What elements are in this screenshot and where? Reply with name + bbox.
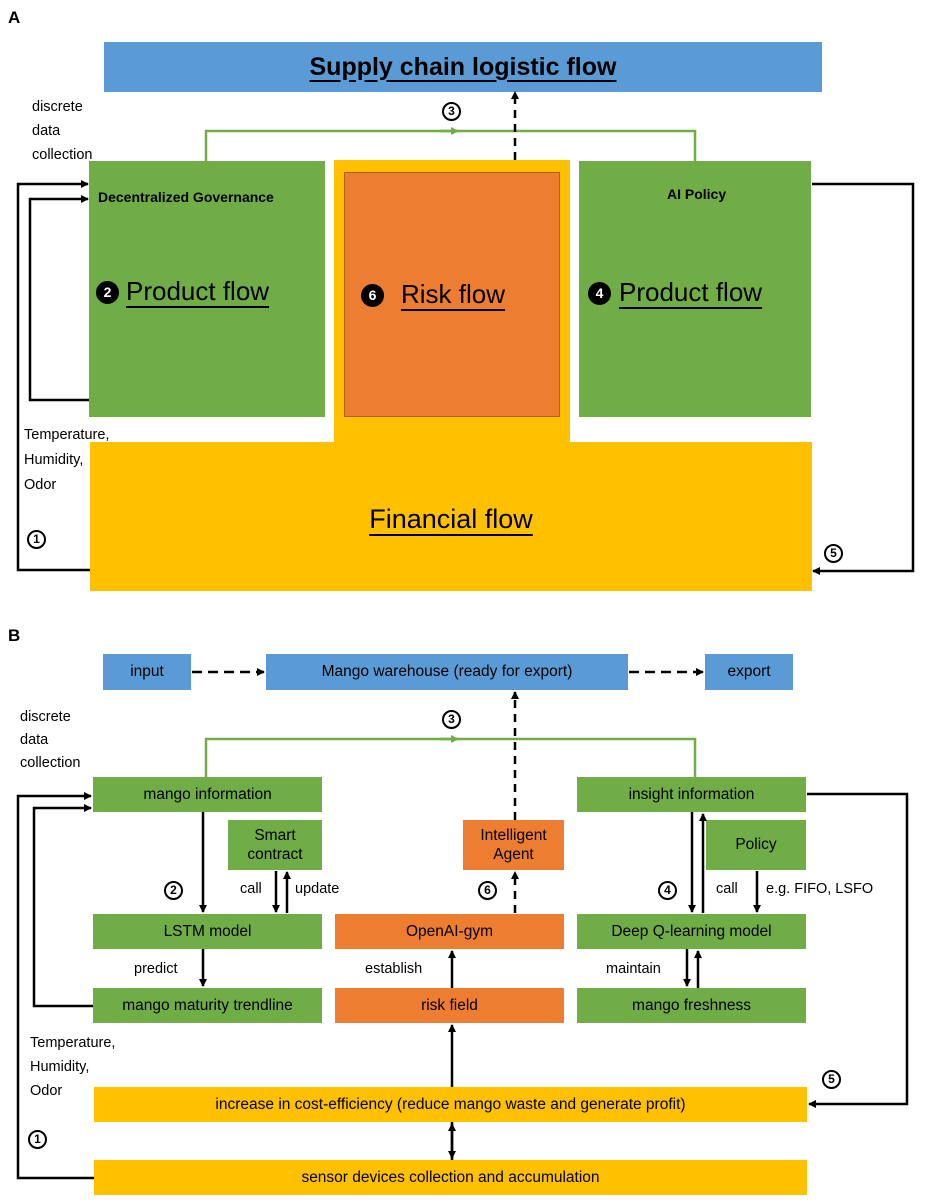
maintain-label: maintain — [606, 961, 661, 977]
cost-efficiency-label: increase in cost-efficiency (reduce mang… — [215, 1095, 686, 1113]
risk-field-box: risk field — [335, 988, 564, 1023]
left-product-box — [89, 161, 325, 417]
predict-label: predict — [134, 961, 178, 977]
lstm-model-label: LSTM model — [163, 922, 252, 940]
cost-efficiency-box: increase in cost-efficiency (reduce mang… — [94, 1087, 807, 1122]
financial-flow-label: Financial flow — [369, 504, 533, 534]
sensor-line-2-a: Humidity, — [24, 452, 84, 468]
sensor-devices-box: sensor devices collection and accumulati… — [94, 1160, 807, 1195]
b-outer-left-loop — [16, 792, 94, 1180]
smart-contract-box: Smart contract — [228, 820, 322, 870]
marker-1-b: 1 — [28, 1130, 47, 1149]
insight-information-label: insight information — [628, 785, 755, 803]
b-green-top-line — [204, 737, 697, 777]
mango-freshness-label: mango freshness — [632, 996, 751, 1014]
sensor-line-2-b: Humidity, — [30, 1059, 90, 1075]
trendline-label: mango maturity trendline — [122, 996, 293, 1014]
intelligent-agent-line-1: Intelligent — [480, 827, 547, 844]
ai-policy-label: AI Policy — [667, 186, 727, 202]
discrete-line-1-a: discrete — [32, 99, 83, 115]
a-outer-left-loop — [16, 180, 90, 572]
a-right-loop — [812, 182, 915, 575]
sensor-line-1-b: Temperature, — [30, 1035, 116, 1051]
call-right-label: call — [716, 881, 738, 897]
smart-contract-line-1: Smart — [254, 827, 296, 844]
export-box: export — [705, 654, 793, 690]
discrete-line-1-b: discrete — [20, 709, 71, 725]
lstm-model-box: LSTM model — [93, 914, 322, 949]
discrete-line-2-b: data — [20, 732, 49, 748]
update-label: update — [295, 881, 340, 897]
decentralized-governance-label: Decentralized Governance — [98, 189, 274, 205]
right-product-box — [579, 161, 811, 417]
sensor-devices-label: sensor devices collection and accumulati… — [301, 1168, 600, 1186]
supply-chain-label: Supply chain logistic flow — [309, 52, 617, 81]
panel-a-letter: A — [8, 8, 21, 27]
marker-6-a: 6 — [361, 284, 384, 307]
marker-3-a: 3 — [442, 102, 461, 121]
policy-box: Policy — [706, 820, 806, 870]
sensor-line-3-b: Odor — [30, 1083, 63, 1099]
warehouse-box: Mango warehouse (ready for export) — [266, 654, 628, 690]
sensor-line-1-a: Temperature, — [24, 427, 110, 443]
warehouse-label: Mango warehouse (ready for export) — [321, 663, 573, 680]
marker-4-a: 4 — [588, 282, 611, 305]
risk-flow-label: Risk flow — [401, 279, 506, 309]
marker-2-b: 2 — [164, 881, 183, 900]
call-left-label: call — [240, 881, 262, 897]
marker-1-a: 1 — [27, 530, 46, 549]
smart-contract-line-2: contract — [247, 846, 303, 863]
supply-chain-bar: Supply chain logistic flow — [104, 42, 822, 92]
mango-information-box: mango information — [93, 777, 322, 812]
discrete-line-3-b: collection — [20, 755, 81, 771]
b-right-loop — [807, 792, 909, 1108]
intelligent-agent-line-2: Agent — [493, 846, 534, 863]
deep-q-learning-label: Deep Q-learning model — [611, 922, 772, 940]
marker-5-b: 5 — [822, 1070, 841, 1089]
policy-label: Policy — [735, 836, 777, 853]
mango-information-label: mango information — [143, 785, 272, 803]
deep-q-learning-box: Deep Q-learning model — [577, 914, 806, 949]
marker-5-a: 5 — [824, 544, 843, 563]
export-label: export — [727, 663, 771, 680]
intelligent-agent-box: Intelligent Agent — [463, 820, 564, 870]
right-product-flow-label: Product flow — [619, 277, 763, 307]
input-box: input — [103, 654, 191, 690]
financial-flow-box: Financial flow — [90, 442, 812, 591]
discrete-line-3-a: collection — [32, 147, 93, 163]
b-inner-left-loop — [32, 804, 93, 1008]
marker-6-b: 6 — [478, 881, 497, 900]
marker-4-b: 4 — [658, 881, 677, 900]
establish-label: establish — [365, 961, 423, 977]
a-inner-left-loop — [28, 195, 89, 402]
openai-gym-box: OpenAI-gym — [335, 914, 564, 949]
panel-b-letter: B — [8, 626, 21, 645]
input-label: input — [130, 663, 164, 680]
sensor-line-3-a: Odor — [24, 477, 57, 493]
trendline-box: mango maturity trendline — [93, 988, 322, 1023]
fifo-label: e.g. FIFO, LSFO — [766, 881, 874, 897]
marker-3-b: 3 — [442, 710, 461, 729]
left-product-flow-label: Product flow — [126, 276, 270, 306]
discrete-line-2-a: data — [32, 123, 61, 139]
marker-2-a: 2 — [96, 281, 119, 304]
mango-freshness-box: mango freshness — [577, 988, 806, 1023]
risk-field-label: risk field — [421, 996, 478, 1014]
openai-gym-label: OpenAI-gym — [405, 922, 493, 940]
insight-information-box: insight information — [577, 777, 806, 812]
a-green-top-line — [204, 129, 697, 161]
